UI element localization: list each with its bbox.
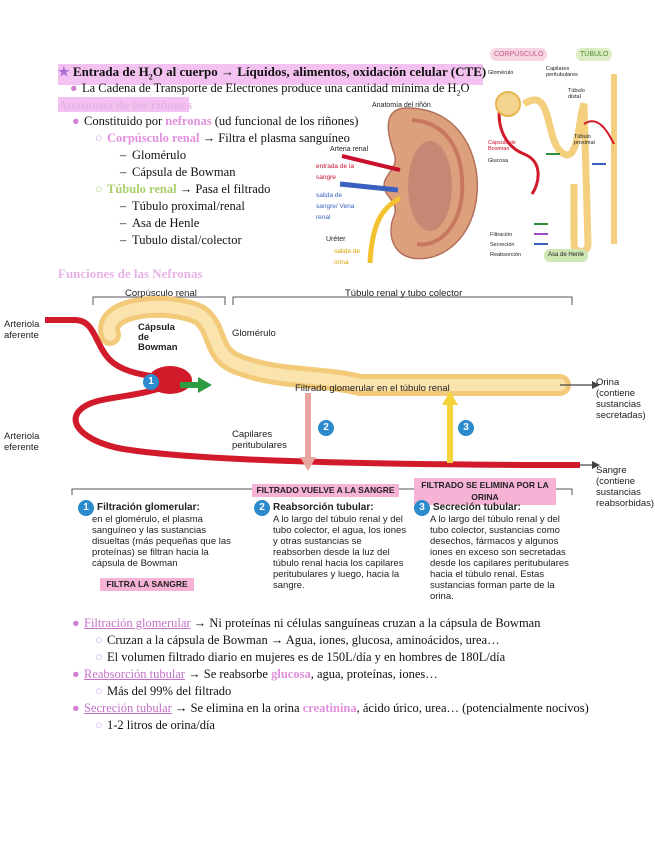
tubulo-tag: TÚBULO [576, 48, 613, 61]
capsula-label: Cápsula de Bowman [138, 322, 178, 353]
kidney-figure: Anatomía del riñón Arteria renal entrada… [312, 98, 482, 268]
step-1-text: en el glomérulo, el plasma sanguíneo y l… [92, 514, 231, 569]
nefronas-item: ●Constituido por nefronas (ud funcional … [72, 114, 359, 128]
orina-label: Orina (contiene sustancias secretadas) [596, 377, 646, 421]
glucosa-tag: Glucosa [488, 158, 509, 164]
filtracion-sub-b: ○El volumen filtrado diario en mujeres e… [95, 650, 506, 664]
nephron-figure: CORPÚSCULO TÚBULO Glomérulo Capilares pe… [484, 44, 650, 264]
star-icon: ★ [58, 64, 70, 79]
step-2-icon: 2 [254, 500, 270, 516]
secrecion-note: ●Secreción tubular → Se elimina en la or… [72, 701, 589, 715]
salida-sangre-label: salida de sangre/ Vena renal [316, 192, 355, 221]
capilares-label: Capilares peritubulares [232, 429, 287, 451]
bullet-icon: ● [72, 701, 80, 715]
bullet-icon: ● [72, 616, 80, 630]
step-1-icon: 1 [78, 500, 94, 516]
sangre-label: Sangre (contiene sustancias reabsorbidas… [596, 465, 655, 509]
tubulo-distal-item: –Tubulo distal/colector [120, 233, 242, 247]
step-3-title: Secreción tubular: [433, 502, 521, 513]
circle-bullet-icon: ○ [95, 718, 103, 732]
glomerulo-item: –Glomérulo [120, 148, 187, 162]
asa-tag: Asa de Henle [544, 249, 589, 262]
badge-filtra-sangre: FILTRA LA SANGRE [100, 578, 194, 591]
ureter-label: Uréter [326, 236, 346, 243]
tubulo-distal-tag: Túbulo distal [568, 88, 585, 100]
circle-bullet-icon: ○ [95, 182, 103, 196]
corpusculo-tag: CORPÚSCULO [490, 48, 548, 61]
reabsorcion-legend: Reabsorción [490, 252, 521, 258]
tubulo-colector-label: Túbulo renal y tubo colector [345, 288, 463, 299]
circle-bullet-icon: ○ [95, 131, 103, 145]
capilares-tag: Capilares peritubulares [546, 66, 578, 78]
arteriola-aferente-label: Arteriola aferente [4, 319, 40, 341]
main-title: ★ Entrada de H2O al cuerpo → Líquidos, a… [58, 64, 486, 85]
arteriola-eferente-label: Arteriola eferente [4, 431, 40, 453]
filtrado-label: Filtrado glomerular en el túbulo renal [295, 383, 450, 394]
step-1-title: Filtración glomerular: [97, 502, 200, 513]
bowman-item: –Cápsula de Bowman [120, 165, 236, 179]
functions-heading: Funciones de las Nefronas [58, 266, 203, 281]
tubulo-item: ○Túbulo renal → Pasa el filtrado [95, 182, 271, 196]
reabsorcion-note: ●Reabsorción tubular → Se reabsorbe gluc… [72, 667, 438, 681]
badge-elimina-orina: FILTRADO SE ELIMINA POR LA ORINA [414, 478, 556, 505]
corpusculo-item: ○Corpúsculo renal → Filtra el plasma san… [95, 131, 350, 145]
filtracion-note: ●Filtración glomerular → Ni proteínas ni… [72, 616, 541, 630]
step-2-marker: 2 [318, 420, 334, 436]
tubulo-proximal-item: –Túbulo proximal/renal [120, 199, 245, 213]
circle-bullet-icon: ○ [95, 684, 103, 698]
step-3-text: A lo largo del túbulo renal y del tubo c… [430, 514, 569, 602]
circle-bullet-icon: ○ [95, 650, 103, 664]
bullet-icon: ● [70, 81, 78, 95]
nephron-function-diagram: Corpúsculo renal Túbulo renal y tubo col… [0, 285, 655, 615]
reabsorcion-sub-a: ○Más del 99% del filtrado [95, 684, 232, 698]
circle-bullet-icon: ○ [95, 633, 103, 647]
kidney-fig-title: Anatomía del riñón [372, 102, 431, 109]
step-1-marker: 1 [143, 374, 159, 390]
cte-note: ●La Cadena de Transporte de Electrones p… [70, 81, 470, 98]
bullet-icon: ● [72, 114, 80, 128]
capsula-tag: Cápsula de Bowman [488, 140, 516, 152]
bullet-icon: ● [72, 667, 80, 681]
glomerulo-tag: Glomérulo [488, 70, 514, 76]
asa-henle-item: –Asa de Henle [120, 216, 200, 230]
secrecion-sub-a: ○1-2 litros de orina/día [95, 718, 215, 732]
glomerulo-label: Glomérulo [232, 328, 276, 339]
arteria-label: Arteria renal [330, 146, 369, 153]
step-3-marker: 3 [458, 420, 474, 436]
step-2-title: Reabsorción tubular: [273, 502, 374, 513]
anatomy-heading: Anatomía de los riñones [58, 97, 192, 112]
step-2-text: A lo largo del túbulo renal y del tubo c… [273, 514, 407, 591]
secrecion-legend: Secreción [490, 242, 515, 248]
badge-vuelve-sangre: FILTRADO VUELVE A LA SANGRE [252, 484, 399, 497]
corpusculo-renal-label: Corpúsculo renal [125, 288, 197, 299]
filtracion-sub-a: ○Cruzan a la cápsula de Bowman → Agua, i… [95, 633, 500, 647]
entrada-label: entrada de la sangre [316, 163, 354, 181]
filtracion-legend: Filtración [490, 232, 513, 238]
salida-orina-label: salida de orina [334, 248, 361, 266]
step-3-icon: 3 [414, 500, 430, 516]
tubulo-proximal-tag: Túbulo proximal [574, 134, 595, 146]
